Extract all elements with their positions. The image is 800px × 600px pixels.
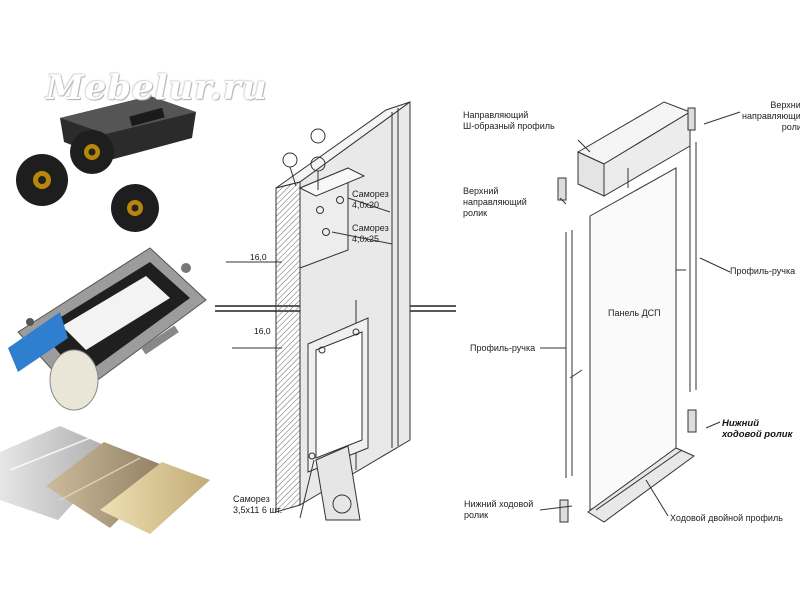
door-profile-drawing	[226, 101, 411, 521]
screw-mid-label: Саморез 4,0x25	[352, 223, 389, 244]
thickness-dimension-top: 16,0	[250, 252, 267, 262]
screw-top-label: Саморез 4,0x20	[352, 189, 389, 210]
top-roller-photo	[16, 96, 196, 232]
aluminium-profiles-photo	[0, 426, 210, 534]
handle-profile-right-label: Профиль-ручка	[730, 266, 796, 276]
double-track-label: Ходовой двойной профиль	[670, 513, 783, 523]
watermark-logo: Mebelur.ru	[46, 68, 268, 108]
bottom-roller-emphasis-label: Нижний ходовой ролик	[722, 418, 793, 440]
top-guide-roller-right-label: Верхний направляющий ролик	[742, 100, 800, 132]
thickness-dimension-bottom: 16,0	[254, 326, 271, 336]
bottom-roller-left-label: Нижний ходовой ролик	[464, 499, 534, 520]
bottom-roller-photo	[8, 247, 207, 411]
top-guide-profile-label: Направляющий Ш-образный профиль	[463, 110, 555, 131]
top-guide-roller-left-label: Верхний направляющий ролик	[463, 186, 527, 218]
screw-bottom-label: Саморез 3,5x11 6 шт.	[233, 494, 283, 515]
handle-profile-left-label: Профиль-ручка	[470, 343, 536, 353]
assembly-drawing	[539, 101, 741, 523]
panel-label: Панель ДСП	[608, 308, 661, 318]
